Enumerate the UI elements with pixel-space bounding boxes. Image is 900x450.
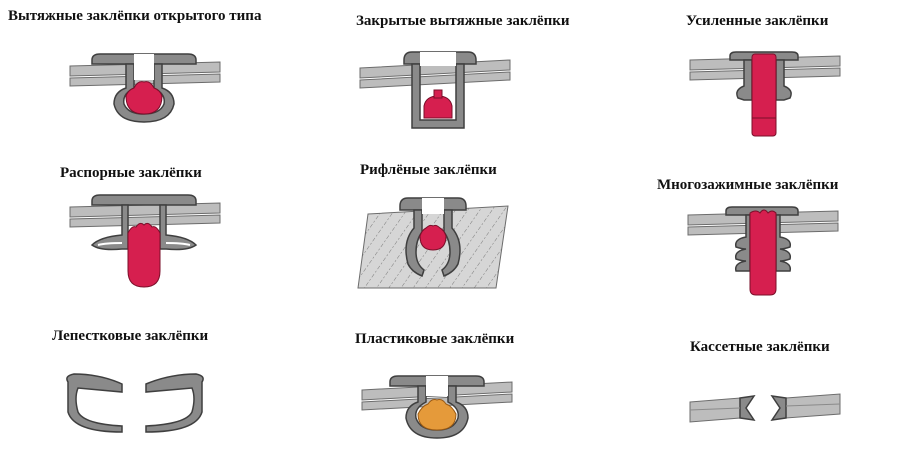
multi-grip-rivet-diagram xyxy=(687,206,839,296)
rivet-wedge-left xyxy=(739,395,756,421)
petal-left xyxy=(66,373,123,433)
mandrel xyxy=(749,209,777,296)
mandrel-head xyxy=(125,81,163,115)
plastic-rivet-diagram xyxy=(361,375,513,439)
petal-right xyxy=(145,373,204,433)
rivet-leg-right xyxy=(159,204,198,251)
label-cassette-rivet: Кассетные заклёпки xyxy=(690,339,830,355)
petal-rivet-diagram xyxy=(66,373,204,433)
label-reinforced-rivet: Усиленные заклёпки xyxy=(686,13,829,29)
label-grooved-rivet: Рифлёные заклёпки xyxy=(360,162,497,178)
label-plastic-rivet: Пластиковые заклёпки xyxy=(355,331,515,347)
label-multi-grip-rivet: Многозажимные заклёпки xyxy=(657,177,839,193)
mandrel-head xyxy=(423,95,453,119)
cassette-rivet-diagram xyxy=(689,393,841,423)
mandrel-head xyxy=(419,224,447,251)
rivet-wedge-right xyxy=(770,395,787,421)
label-closed-blind-rivet: Закрытые вытяжные заклёпки xyxy=(356,13,570,29)
grooved-rivet-diagram xyxy=(357,197,509,289)
rivet-body-right xyxy=(775,59,792,101)
rivet-body-right xyxy=(775,214,792,272)
rivet-body xyxy=(736,59,753,101)
rivet-leg-left xyxy=(405,209,425,277)
mandrel xyxy=(127,222,161,288)
expansion-rivet-diagram xyxy=(69,194,221,288)
mandrel xyxy=(751,53,777,137)
label-open-type-rivet: Вытяжные заклёпки открытого типа xyxy=(8,8,262,24)
plastic-head xyxy=(417,399,457,431)
open-type-rivet-diagram xyxy=(69,53,221,123)
rivet-leg-left xyxy=(90,204,129,251)
rivet-body-left xyxy=(734,214,751,272)
rivet-flange xyxy=(91,194,197,206)
label-expansion-rivet: Распорные заклёпки xyxy=(60,165,202,181)
plate-bottom xyxy=(69,214,221,228)
rivet-leg-right xyxy=(441,209,461,277)
closed-blind-rivet-diagram xyxy=(359,51,511,129)
reinforced-rivet-diagram xyxy=(689,51,841,137)
label-petal-rivet: Лепестковые заклёпки xyxy=(52,328,209,344)
